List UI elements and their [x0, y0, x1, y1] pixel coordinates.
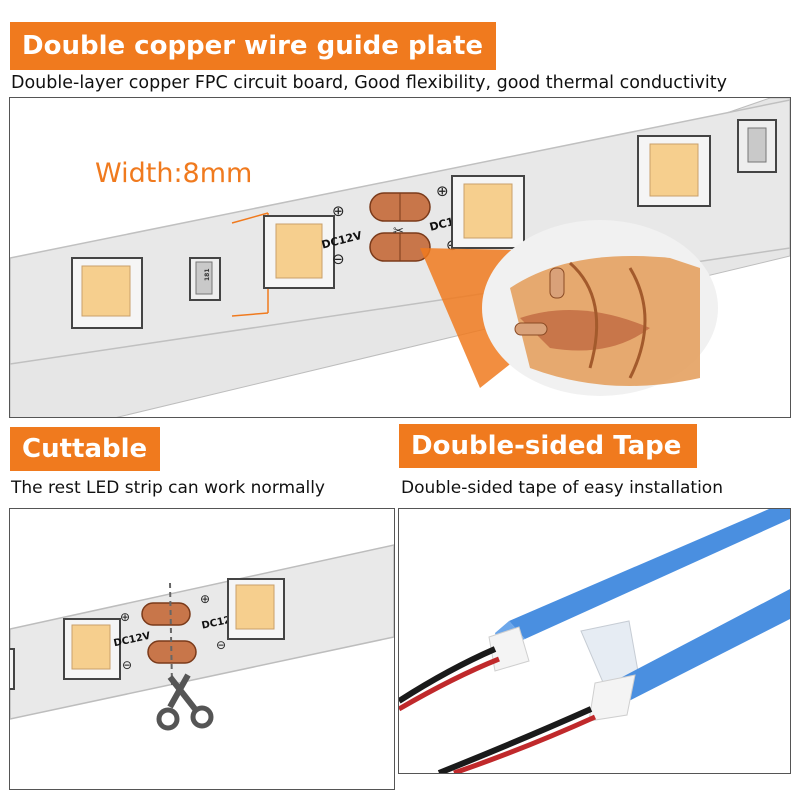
resistor — [737, 119, 777, 173]
fpc-magnified-view — [482, 220, 718, 396]
led-chip — [71, 257, 143, 329]
minus-icon: ⊖ — [332, 250, 345, 268]
scissors-icon: ✂ — [393, 224, 404, 239]
cuttable-banner: Cuttable — [10, 427, 160, 471]
led-strip-closeup: 181 Width:8mm ⊕ ⊖ ⊕ ⊖ ✂ DC12V DC12V — [10, 98, 790, 417]
led-chip — [637, 135, 711, 207]
tape-title: Double-sided Tape — [411, 431, 682, 461]
resistor: 181 — [189, 257, 221, 301]
scissors-icon — [156, 673, 214, 731]
plus-icon: ⊕ — [332, 202, 345, 220]
minus-icon: ⊖ — [216, 638, 226, 652]
width-label: Width:8mm — [95, 158, 252, 189]
cut-strip-illustration: ⊕ ⊖ ⊕ ⊖ DC12V DC12V — [10, 544, 394, 731]
cuttable-title: Cuttable — [22, 434, 148, 464]
copper-pads — [141, 602, 197, 664]
plus-icon: ⊕ — [200, 592, 210, 606]
wire-lower — [437, 706, 593, 773]
led-chip — [451, 175, 525, 249]
wire-upper — [399, 646, 497, 704]
copper-plate-title: Double copper wire guide plate — [22, 31, 484, 61]
copper-plate-banner: Double copper wire guide plate — [10, 22, 496, 70]
copper-plate-photo-panel: 181 Width:8mm ⊕ ⊖ ⊕ ⊖ ✂ DC12V DC12V — [9, 97, 791, 418]
tape-banner: Double-sided Tape — [399, 424, 697, 468]
copper-plate-subtitle: Double-layer copper FPC circuit board, G… — [11, 73, 727, 93]
copper-pads — [369, 192, 431, 262]
cuttable-photo-panel: ⊕ ⊖ ⊕ ⊖ DC12V DC12V — [9, 508, 395, 790]
resistor-label: 181 — [204, 268, 211, 281]
tape-subtitle: Double-sided tape of easy installation — [401, 478, 723, 498]
cut-mark-icon — [169, 582, 173, 686]
tape-photo-panel — [398, 508, 791, 774]
minus-icon: ⊖ — [122, 658, 132, 672]
plus-icon: ⊕ — [436, 182, 449, 200]
tape-illustration — [399, 509, 790, 773]
led-chip — [227, 578, 285, 640]
led-chip — [263, 215, 335, 289]
blue-tape-upper — [509, 509, 790, 639]
cuttable-subtitle: The rest LED strip can work normally — [11, 478, 325, 498]
plus-icon: ⊕ — [120, 610, 130, 624]
blue-tape-lower — [607, 589, 790, 705]
led-chip — [63, 618, 121, 680]
